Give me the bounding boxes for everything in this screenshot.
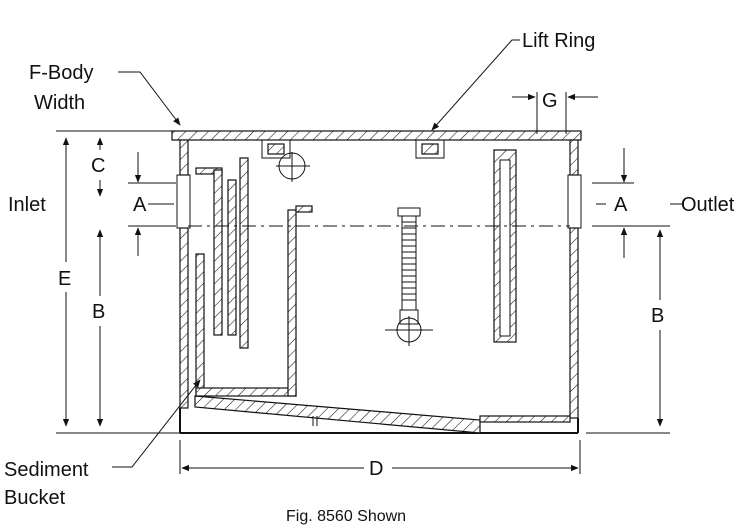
outlet-baffle xyxy=(493,149,517,343)
inlet-label: Inlet xyxy=(8,194,46,216)
dimension-b-left-label: B xyxy=(92,301,105,323)
lift-rod xyxy=(385,207,433,346)
dimension-d-label: D xyxy=(369,458,383,480)
dimension-b-right-label: B xyxy=(651,305,664,327)
sediment-bucket-label-line2: Bucket xyxy=(4,487,66,509)
dimension-c-label: C xyxy=(91,155,105,177)
dimension-lines xyxy=(56,92,670,474)
dimension-e-label: E xyxy=(58,268,71,290)
dimension-a-right-label: A xyxy=(614,194,628,216)
lift-ring-right xyxy=(415,139,445,159)
inlet-baffles xyxy=(213,157,249,349)
leader-lines xyxy=(112,39,684,468)
lift-ring-left xyxy=(261,139,310,182)
outlet-label: Outlet xyxy=(681,194,735,216)
lift-ring-label: Lift Ring xyxy=(522,30,595,52)
dimension-a-left-label: A xyxy=(133,194,147,216)
sediment-bucket-label: Sediment xyxy=(4,459,89,481)
f-body-width-label-line2: Width xyxy=(34,92,85,114)
f-body-width-label: F-Body xyxy=(29,62,93,84)
figure-caption: Fig. 8560 Shown xyxy=(286,508,406,525)
sediment-bucket xyxy=(195,167,313,397)
tank-body xyxy=(171,130,582,434)
dimension-g-label: G xyxy=(542,90,558,112)
